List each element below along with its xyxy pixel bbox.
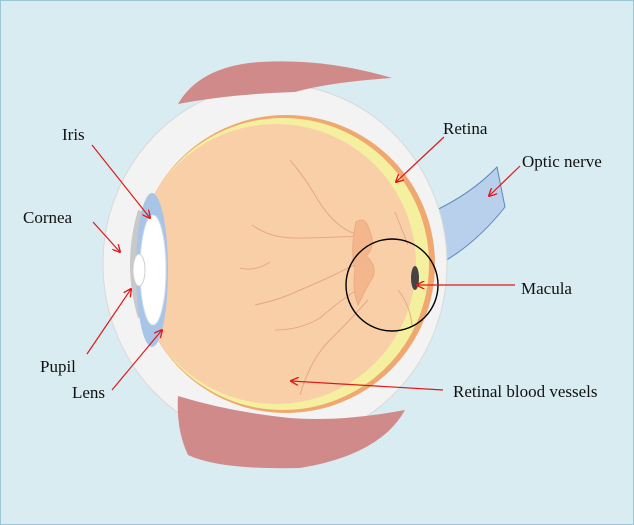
- label-cornea: Cornea: [23, 208, 73, 227]
- macula-spot: [411, 266, 419, 290]
- label-optic-nerve: Optic nerve: [522, 152, 602, 171]
- label-iris: Iris: [62, 125, 85, 144]
- label-pupil: Pupil: [40, 357, 76, 376]
- label-retinal-blood-vessels: Retinal blood vessels: [453, 382, 597, 401]
- label-retina: Retina: [443, 119, 488, 138]
- label-macula: Macula: [521, 279, 572, 298]
- pupil-shape: [133, 254, 145, 286]
- eyeball-interior: [136, 124, 416, 404]
- label-lens: Lens: [72, 383, 105, 402]
